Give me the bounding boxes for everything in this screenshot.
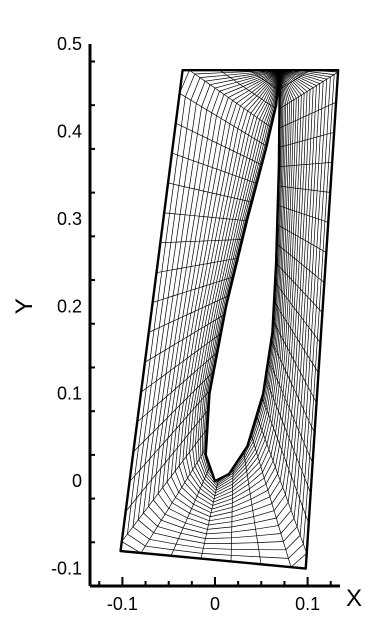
y-tick-label: 0 — [72, 471, 82, 491]
x-tick-label: 0 — [210, 594, 220, 614]
mesh-radial-line — [160, 239, 243, 244]
mesh-radial-line — [277, 204, 329, 223]
mesh-wrap-line — [166, 69, 308, 518]
mesh-wrap-line — [189, 70, 292, 497]
mesh-radial-line — [278, 185, 331, 193]
mesh-wrap-line — [203, 70, 282, 483]
ticks: 0.5 0.4 0.3 0.2 0.1 0 -0.1 -0.1 0 0.1 — [51, 34, 332, 614]
mesh-radial-line — [189, 69, 272, 128]
mesh-wrap-line — [174, 69, 302, 510]
mesh-radial-line — [179, 93, 267, 147]
mesh-wrap-line — [182, 69, 297, 503]
mesh-radial-line — [278, 131, 335, 148]
y-tick-label: 0.1 — [57, 384, 82, 404]
y-tick-label: 0.4 — [57, 121, 82, 141]
y-tick-label: 0.5 — [57, 34, 82, 54]
mesh-wrap-line — [148, 69, 321, 535]
mesh-radial-line — [133, 371, 214, 453]
mesh-radial-line — [167, 182, 252, 203]
mesh-wrap-line — [137, 69, 328, 544]
mesh-wrap-line — [162, 69, 311, 522]
mesh-wrap-line — [202, 70, 284, 485]
y-tick-label: 0.3 — [57, 209, 82, 229]
mesh-wrap-line — [185, 70, 295, 500]
mesh-wrap-line — [152, 69, 317, 530]
mesh-wrap-line — [178, 69, 300, 506]
mesh-wrap-line — [143, 69, 324, 539]
x-tick-label: 0.1 — [295, 594, 320, 614]
airfoil-boundary — [204, 70, 282, 483]
y-tick-label: 0.2 — [57, 296, 82, 316]
x-tick-label: -0.1 — [107, 594, 138, 614]
mesh-wrap-line — [127, 69, 335, 559]
mesh-radial-line — [170, 466, 211, 556]
mesh-radial-line — [277, 224, 327, 253]
mesh-wrap-line — [132, 69, 331, 551]
mesh-wrap-line — [170, 69, 305, 514]
mesh-wrap-line — [192, 70, 290, 494]
mesh-wrap-line — [195, 70, 288, 491]
domain-boundary — [119, 69, 340, 570]
y-axis-label: Y — [11, 298, 38, 314]
y-tick-label: -0.1 — [51, 559, 82, 579]
x-axis-label: X — [346, 585, 362, 612]
mesh-radial-line — [278, 161, 333, 168]
mesh-outline — [119, 69, 340, 570]
mesh-radial-line — [243, 451, 262, 565]
mesh-wrap-line — [157, 69, 314, 526]
mesh-radial-line — [164, 212, 248, 222]
mesh-wrap-line — [197, 70, 287, 489]
mesh-wrap-line — [200, 70, 285, 487]
